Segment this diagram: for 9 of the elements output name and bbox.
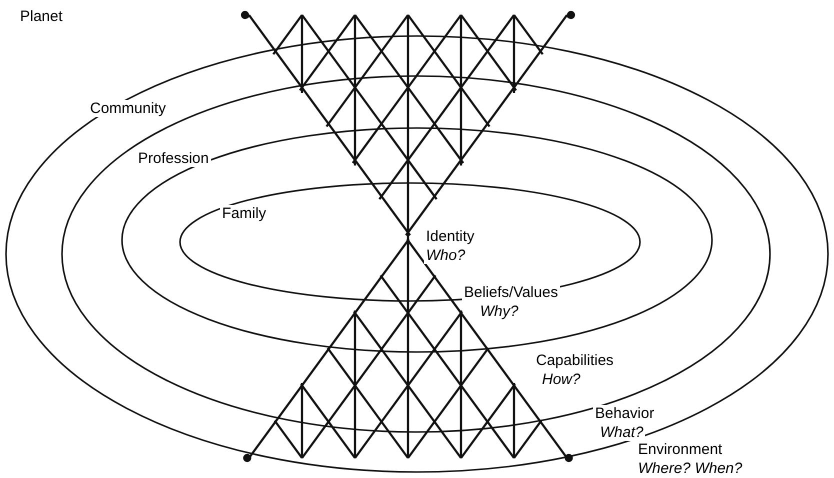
question-label: What? [598, 424, 646, 441]
level-label: Family [220, 205, 268, 222]
level-label: Community [88, 100, 168, 117]
level-label: Beliefs/Values [462, 284, 560, 301]
question-label: Why? [478, 303, 520, 320]
level-label: Identity [424, 228, 476, 245]
level-label: Capabilities [534, 352, 616, 369]
level-label: Profession [136, 150, 211, 167]
question-label: Who? [424, 247, 468, 264]
